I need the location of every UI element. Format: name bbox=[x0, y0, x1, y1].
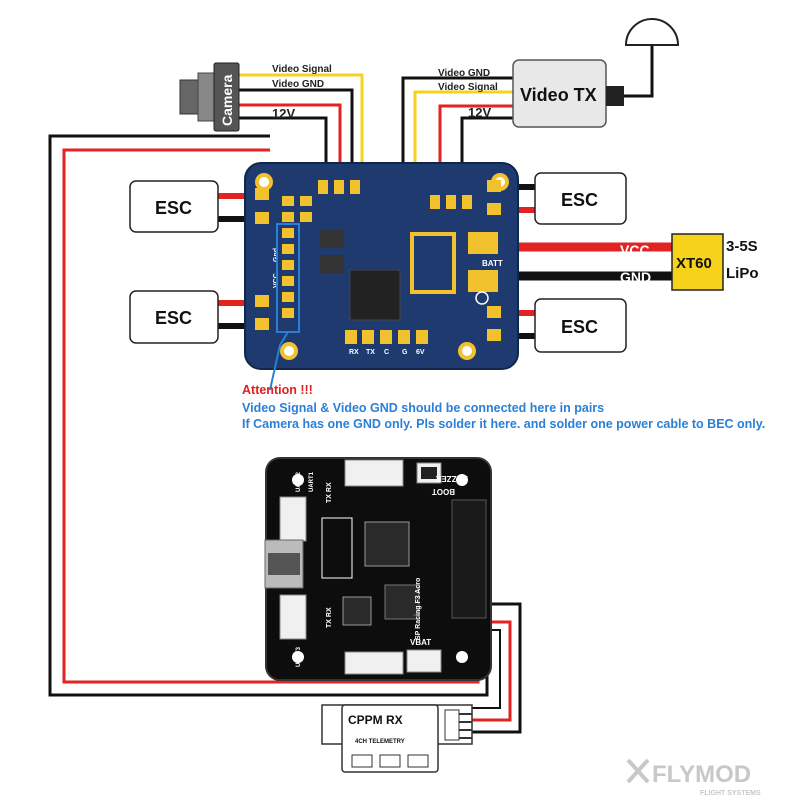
flymod-logo: FLYMOD FLIGHT SYSTEMS bbox=[626, 758, 761, 797]
pdb-pad-g: G bbox=[402, 349, 408, 356]
gnd-label: GND bbox=[620, 269, 651, 285]
esc-front-right: ESC bbox=[534, 172, 627, 225]
camera-label: Camera bbox=[219, 74, 235, 126]
pdb-pad-rx: RX bbox=[349, 349, 359, 356]
batt-label: BATT bbox=[482, 259, 503, 268]
vtx-12v-label: 12V bbox=[468, 105, 491, 120]
cam-video-gnd-label: Video GND bbox=[272, 79, 324, 90]
fc-uart1-label: UART1 bbox=[309, 471, 315, 492]
lipo-cells-label: 3-5S bbox=[726, 238, 758, 255]
pdb-board: BATT RX TX C G 6V Gnd VCC bbox=[244, 162, 519, 370]
cppm-receiver: CPPM RX 4CH TELEMETRY bbox=[321, 704, 473, 773]
watermark-sub: FLIGHT SYSTEMS bbox=[700, 790, 761, 797]
attention-line2: If Camera has one GND only. Pls solder i… bbox=[242, 417, 766, 431]
pdb-pad-c: C bbox=[384, 349, 389, 356]
attention-title: Attention !!! bbox=[242, 383, 313, 397]
fc-board-name: SP Racing F3 Acro bbox=[415, 578, 422, 640]
attention-line1: Video Signal & Video GND should be conne… bbox=[242, 401, 605, 415]
fc-vbat-label: VBAT bbox=[410, 638, 431, 647]
rx-gnd-wire bbox=[470, 602, 522, 734]
vtx-video-gnd-label: Video GND bbox=[438, 68, 490, 79]
fc-boot-label: BOOT bbox=[432, 487, 455, 496]
esc-rear-left-label: ESC bbox=[155, 308, 192, 328]
pdb-pad-tx: TX bbox=[366, 349, 375, 356]
fc-uart3-label: UART3 bbox=[296, 646, 302, 667]
callout-pointer bbox=[269, 331, 289, 391]
video-tx-label: Video TX bbox=[520, 85, 597, 105]
fc-buzzer-label: BUZZER bbox=[435, 474, 468, 483]
rx-telemetry-label: 4CH TELEMETRY bbox=[355, 739, 405, 745]
vtx-video-signal-label: Video Signal bbox=[438, 82, 498, 93]
esc-rear-right-label: ESC bbox=[561, 317, 598, 337]
xt60-label: XT60 bbox=[676, 255, 712, 272]
esc-front-left: ESC bbox=[129, 180, 219, 233]
esc-rear-left: ESC bbox=[129, 290, 219, 344]
cam-12v-label: 12V bbox=[272, 106, 295, 121]
antenna-cable bbox=[620, 40, 654, 98]
camera: Camera bbox=[179, 62, 240, 132]
video-tx: Video TX bbox=[512, 59, 624, 128]
esc-front-right-label: ESC bbox=[561, 190, 598, 210]
cam-video-signal-label: Video Signal bbox=[272, 64, 332, 75]
watermark-brand: FLYMOD bbox=[652, 761, 751, 788]
pdb-pad-6v: 6V bbox=[416, 349, 425, 356]
lipo-label: LiPo bbox=[726, 265, 759, 282]
fc-txrx-label-bottom: TX RX bbox=[326, 607, 333, 628]
vcc-label: VCC bbox=[620, 242, 650, 258]
esc-front-left-label: ESC bbox=[155, 198, 192, 218]
flight-controller: BOOT BUZZER VBAT SP Racing F3 Acro UART1… bbox=[264, 457, 492, 681]
antenna-icon bbox=[624, 18, 680, 46]
fc-txrx-label-top: TX RX bbox=[326, 482, 333, 503]
fc-uart2-label: UART2 bbox=[296, 471, 302, 492]
xt60-connector: XT60 bbox=[671, 233, 724, 291]
cppm-rx-label: CPPM RX bbox=[348, 713, 403, 727]
esc-rear-right: ESC bbox=[534, 298, 627, 353]
